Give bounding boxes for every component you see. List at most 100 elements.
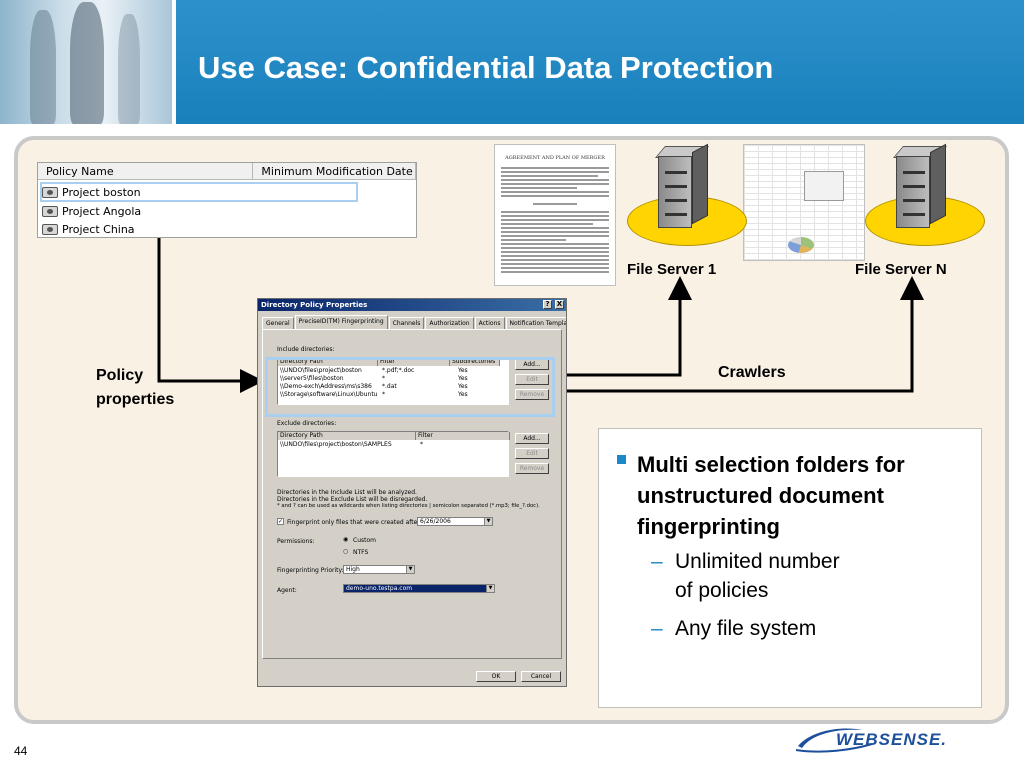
exclude-filter: *	[420, 441, 423, 448]
include-edit-button[interactable]: Edit	[515, 374, 549, 385]
exclude-directories-label: Exclude directories:	[277, 420, 337, 427]
tab-fingerprinting[interactable]: PreciseID(TM) Fingerprinting	[294, 315, 388, 329]
dialog-titlebar: Directory Policy Properties ? X	[258, 299, 566, 311]
tab-notification-template[interactable]: Notification Template	[505, 317, 566, 329]
policy-name: Project boston	[62, 185, 141, 199]
exclude-col-path[interactable]: Directory Path	[278, 432, 416, 440]
chevron-down-icon: ▼	[486, 585, 494, 592]
radio-ntfs-label: NTFS	[353, 549, 369, 556]
policy-properties-label-line1: Policy	[96, 367, 144, 384]
tab-actions[interactable]: Actions	[474, 317, 505, 329]
policy-selection-highlight	[40, 182, 358, 202]
dialog-title: Directory Policy Properties	[261, 301, 368, 309]
file-server-n-icon	[892, 143, 948, 228]
pie-chart-icon	[788, 237, 814, 253]
dialog-body: Include directories: Directory Path Filt…	[262, 329, 562, 659]
camera-icon	[42, 223, 58, 235]
column-min-mod-date[interactable]: Minimum Modification Date	[253, 163, 416, 179]
policy-properties-label-line2: properties	[96, 391, 175, 408]
policy-row[interactable]: Project boston	[42, 183, 141, 201]
include-sub: Yes	[458, 391, 468, 398]
include-filter: *	[382, 375, 385, 382]
tab-general[interactable]: General	[262, 317, 294, 329]
chevron-down-icon: ▼	[484, 518, 492, 525]
include-sub: Yes	[458, 383, 468, 390]
policy-name: Project Angola	[62, 204, 142, 218]
websense-logo-swoosh	[795, 728, 873, 753]
policy-table-header: Policy Name Minimum Modification Date	[38, 163, 416, 180]
fingerprint-checkbox[interactable]: ✓	[277, 518, 284, 525]
include-sub: Yes	[458, 375, 468, 382]
info-text-3: * and ? can be used as wildcards when li…	[277, 503, 540, 509]
agent-value: demo-uno.testpa.com	[346, 585, 413, 592]
bullet-box: Multi selection folders for unstructured…	[598, 428, 982, 708]
include-col-subdirectories[interactable]: Subdirectories	[450, 358, 500, 366]
priority-label: Fingerprinting Priority:	[277, 567, 344, 574]
directory-policy-dialog: Directory Policy Properties ? X General …	[257, 298, 567, 687]
include-list-highlight	[265, 357, 555, 417]
priority-select[interactable]: High ▼	[343, 565, 415, 574]
priority-value: High	[346, 566, 360, 573]
fingerprint-date-select[interactable]: 6/26/2006 ▼	[417, 517, 493, 526]
exclude-directories-list[interactable]: Directory Path Filter \\UNDO\files\proje…	[277, 431, 510, 477]
title-bar	[176, 0, 1024, 124]
dash-icon: –	[651, 550, 663, 573]
include-directories-label: Include directories:	[277, 346, 335, 353]
policy-row[interactable]: Project China	[42, 220, 135, 238]
include-directories-list[interactable]: Directory Path Filter Subdirectories \\U…	[277, 357, 509, 405]
fingerprint-checkbox-label: Fingerprint only files that were created…	[287, 519, 422, 526]
page-number: 44	[14, 744, 28, 758]
agent-label: Agent:	[277, 587, 297, 594]
include-filter: *	[382, 391, 385, 398]
radio-ntfs[interactable]: ○	[343, 548, 349, 555]
help-button[interactable]: ?	[543, 300, 552, 309]
permissions-label: Permissions:	[277, 538, 315, 545]
websense-logo-text: WEBSENSE.	[836, 730, 948, 749]
include-filter: *.pdf;*.doc	[382, 367, 415, 374]
bullet-sub-2-text: Any file system	[675, 617, 817, 640]
crawlers-label: Crawlers	[718, 364, 786, 381]
policy-row[interactable]: Project Angola	[42, 202, 141, 220]
header-photo	[0, 0, 172, 124]
radio-custom[interactable]: ◉	[343, 536, 349, 543]
dialog-tabs: General PreciseID(TM) Fingerprinting Cha…	[262, 315, 566, 329]
include-filter: *.dat	[382, 383, 397, 390]
radio-custom-label: Custom	[353, 537, 376, 544]
include-path: \\Storage\software\Linux\Ubuntu	[280, 391, 378, 398]
include-path: \\UNDO\files\project\boston	[280, 367, 362, 374]
cancel-button[interactable]: Cancel	[521, 671, 561, 682]
include-sub: Yes	[458, 367, 468, 374]
slide-title: Use Case: Confidential Data Protection	[198, 50, 774, 85]
include-path: \\Demo-exch\Address\ms\s386	[280, 383, 372, 390]
bullet-sub-1-line-1: Unlimited number	[675, 550, 840, 573]
ok-button[interactable]: OK	[476, 671, 516, 682]
tab-authorization[interactable]: Authorization	[425, 317, 474, 329]
exclude-path: \\UNDO\files\project\boston\SAMPLES	[280, 441, 392, 448]
file-server-1-label: File Server 1	[627, 261, 717, 278]
fingerprint-date-value: 6/26/2006	[420, 518, 451, 525]
include-path: \\server5\files\boston	[280, 375, 344, 382]
camera-icon	[42, 186, 58, 198]
info-text-1: Directories in the Include List will be …	[277, 489, 417, 496]
bullet-square-icon	[617, 455, 626, 464]
exclude-col-filter[interactable]: Filter	[416, 432, 510, 440]
file-server-n-label: File Server N	[855, 261, 947, 278]
include-col-filter[interactable]: Filter	[378, 358, 450, 366]
column-policy-name[interactable]: Policy Name	[38, 163, 254, 179]
camera-icon	[42, 205, 58, 217]
file-server-1-icon	[654, 143, 710, 228]
header: Use Case: Confidential Data Protection	[0, 0, 1024, 124]
exclude-remove-button[interactable]: Remove	[515, 463, 549, 474]
exclude-edit-button[interactable]: Edit	[515, 448, 549, 459]
document-thumbnail-agreement: AGREEMENT AND PLAN OF MERGER	[494, 144, 616, 286]
chevron-down-icon: ▼	[406, 566, 414, 573]
close-button[interactable]: X	[555, 300, 564, 309]
bullet-main: Multi selection folders for unstructured…	[637, 452, 905, 539]
agent-select[interactable]: demo-uno.testpa.com ▼	[343, 584, 495, 593]
include-col-path[interactable]: Directory Path	[278, 358, 378, 366]
include-remove-button[interactable]: Remove	[515, 389, 549, 400]
policy-name: Project China	[62, 222, 135, 236]
tab-channels[interactable]: Channels	[388, 317, 425, 329]
exclude-add-button[interactable]: Add...	[515, 433, 549, 444]
info-text-2: Directories in the Exclude List will be …	[277, 496, 428, 503]
